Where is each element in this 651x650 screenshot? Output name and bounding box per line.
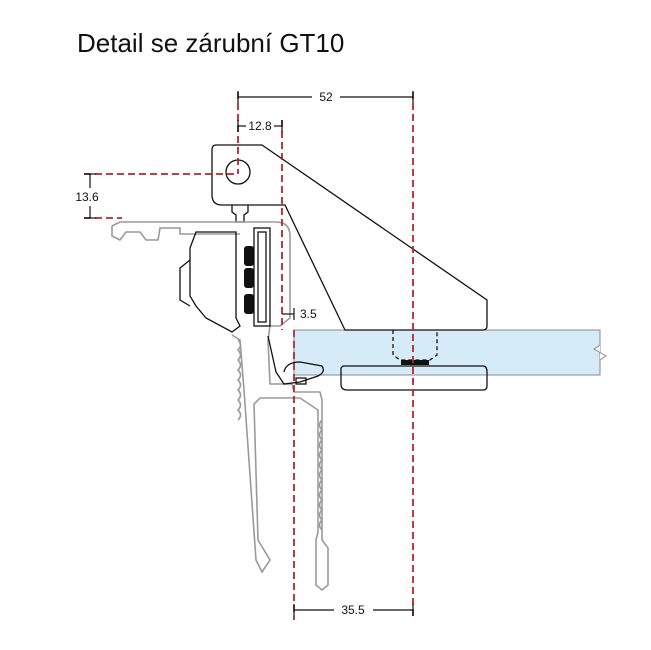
dimension-label-13-6: 13.6 [75, 190, 99, 204]
dimension-12-8: 12.8 [237, 119, 283, 133]
reference-lines [84, 92, 414, 620]
glass-clamp-bracket [211, 144, 488, 391]
door-frame-profile [111, 221, 329, 592]
glass-panel [293, 329, 607, 376]
hinge-body [179, 227, 271, 333]
dimension-label-12-8: 12.8 [248, 119, 272, 133]
dimension-52: 52 [237, 90, 414, 104]
drawing-title: Detail se zárubní GT10 [77, 28, 345, 58]
dimension-label-3-5: 3.5 [300, 307, 317, 321]
dimension-label-52: 52 [319, 90, 333, 104]
dimension-13-6: 13.6 [75, 173, 99, 219]
dimension-label-35-5: 35.5 [341, 603, 365, 617]
dimension-3-5: 3.5 [282, 307, 317, 321]
dimension-35-5: 35.5 [293, 603, 414, 617]
